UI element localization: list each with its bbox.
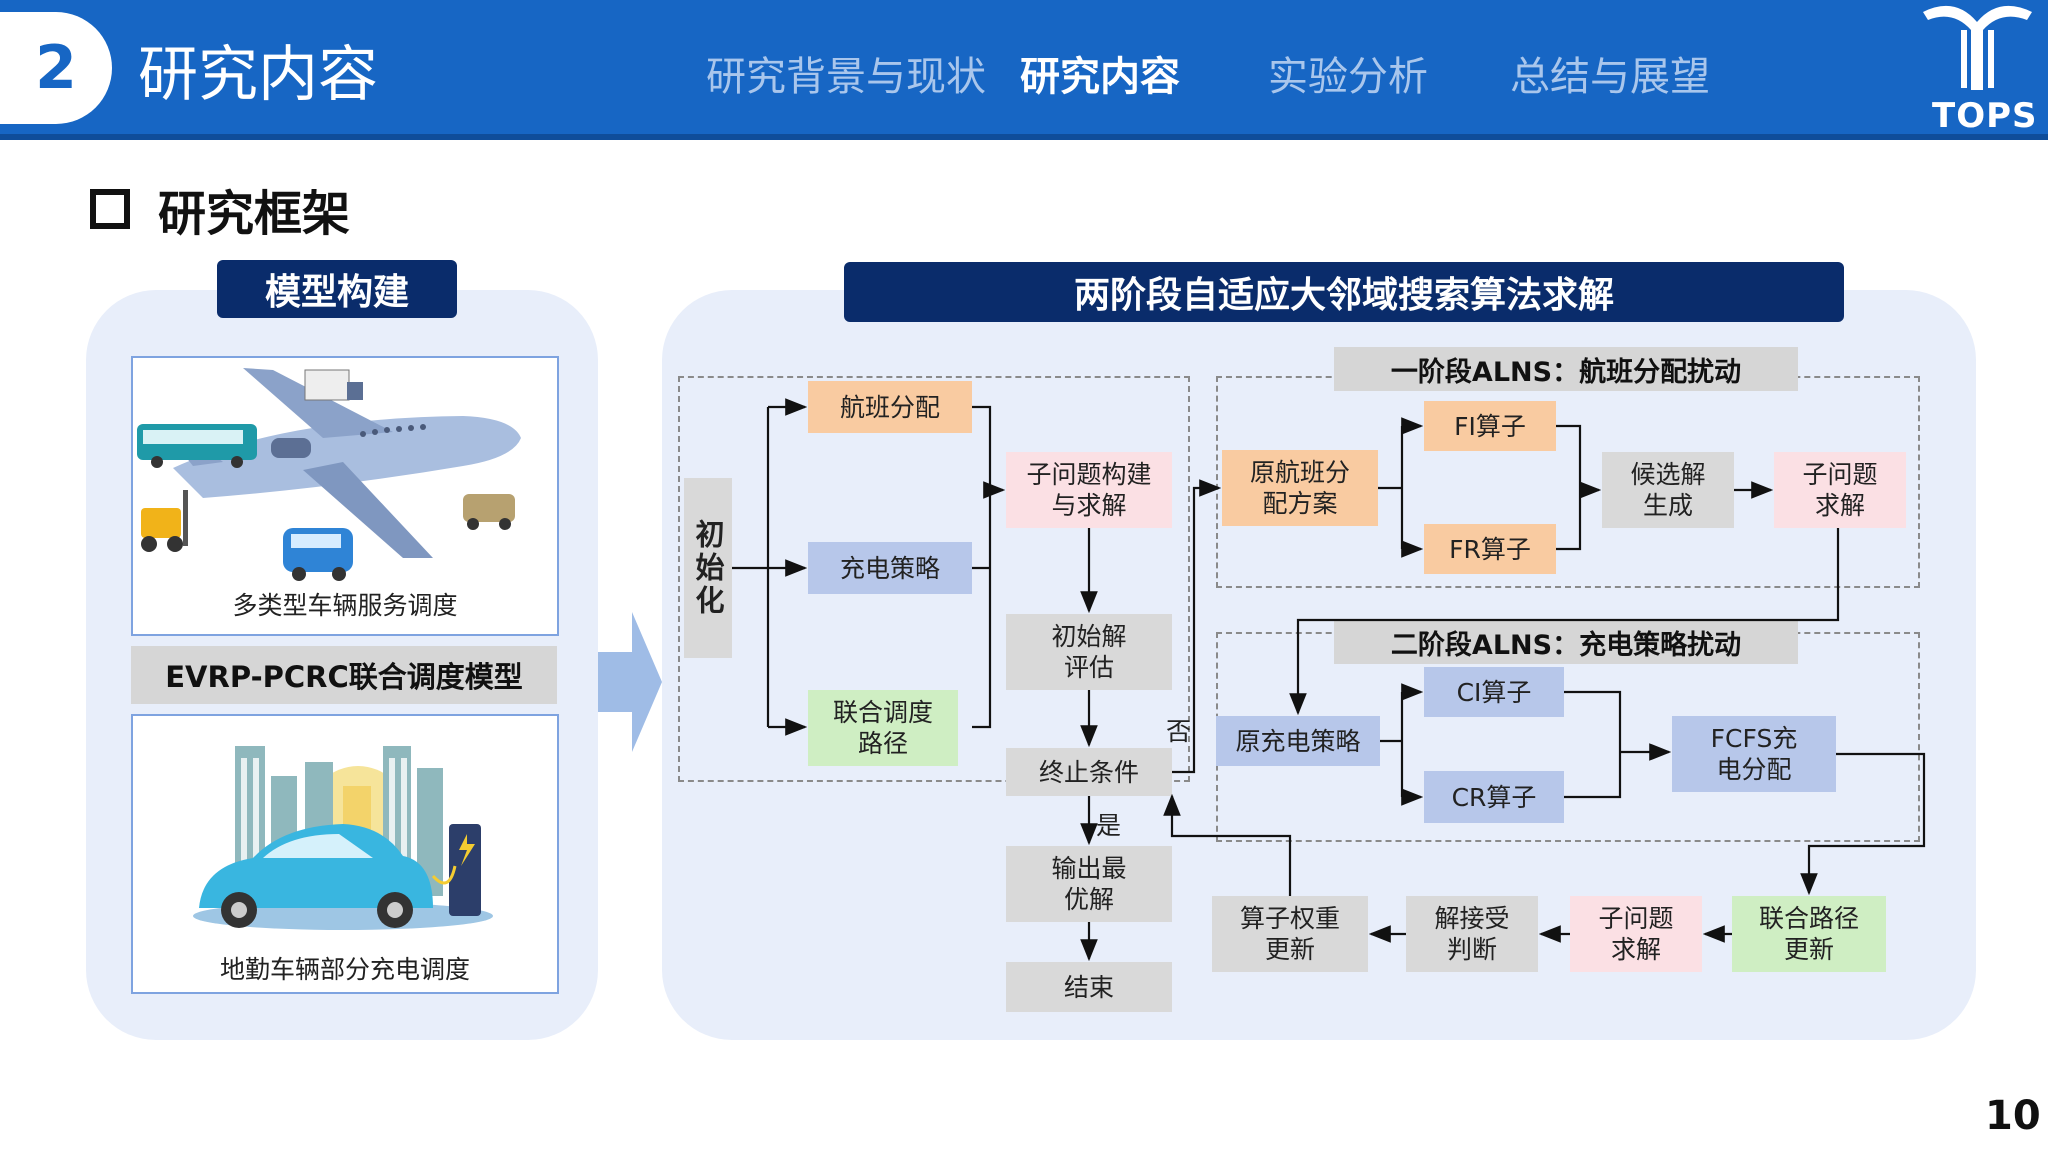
init-eval-label: 初始解评估	[1051, 622, 1127, 682]
accept-box: 解接受判断	[1406, 896, 1538, 972]
ci-operator-box: CI算子	[1424, 667, 1564, 717]
joint-route-label: 联合调度路径	[832, 698, 933, 758]
bottom-sub-solve-box: 子问题求解	[1570, 896, 1702, 972]
airplane-vehicles-illustration	[137, 368, 521, 581]
vehicle-scheduling-image: 多类型车辆服务调度	[131, 356, 559, 636]
init-label: 初始化	[684, 478, 732, 658]
stage2-tag: 二阶段ALNS：充电策略扰动	[1334, 620, 1798, 664]
init-group	[678, 376, 1190, 782]
no-label: 否	[1166, 717, 1192, 746]
candidate-label: 候选解生成	[1630, 460, 1706, 520]
page-number: 10	[1985, 1093, 2041, 1139]
algorithm-tag: 两阶段自适应大邻域搜索算法求解	[844, 262, 1844, 322]
nav-item-experiment[interactable]: 实验分析	[1268, 54, 1428, 100]
init-eval-box: 初始解评估	[1006, 614, 1172, 690]
joint-route-box: 联合调度路径	[808, 690, 958, 766]
bottom-sub-solve-label: 子问题求解	[1598, 904, 1674, 964]
section-title: 研究内容	[138, 40, 378, 110]
end-box: 结束	[1006, 962, 1172, 1012]
vehicle-caption: 多类型车辆服务调度	[232, 591, 458, 620]
flight-assign-box: 航班分配	[808, 381, 972, 433]
city-ev-charging-illustration	[193, 746, 493, 930]
model-banner: EVRP-PCRC联合调度模型	[131, 646, 557, 704]
header-bar	[0, 0, 2048, 134]
cr-operator-box: CR算子	[1424, 771, 1564, 823]
stage1-sub-solve-label: 子问题求解	[1802, 460, 1878, 520]
candidate-box: 候选解生成	[1602, 452, 1734, 528]
charge-strategy-box: 充电策略	[808, 542, 972, 594]
logo-text: TOPS	[1932, 96, 2038, 136]
fcfs-label: FCFS充电分配	[1710, 724, 1798, 784]
nav-item-background[interactable]: 研究背景与现状	[706, 54, 986, 100]
accept-label: 解接受判断	[1434, 904, 1510, 964]
term-box: 终止条件	[1006, 748, 1172, 796]
fcfs-box: FCFS充电分配	[1672, 716, 1836, 792]
header-strip	[0, 134, 2048, 140]
stage1-sub-solve-box: 子问题求解	[1774, 452, 1906, 528]
output-label: 输出最优解	[1051, 854, 1127, 914]
charging-scheduling-image: 地勤车辆部分充电调度	[131, 714, 559, 994]
charging-caption: 地勤车辆部分充电调度	[219, 955, 470, 984]
model-tag: 模型构建	[217, 260, 457, 318]
fr-operator-box: FR算子	[1424, 524, 1556, 574]
orig-charge-box: 原充电策略	[1216, 716, 1380, 766]
joint-update-box: 联合路径更新	[1732, 896, 1886, 972]
weight-label: 算子权重更新	[1239, 904, 1340, 964]
nav-item-summary[interactable]: 总结与展望	[1510, 54, 1710, 100]
fi-operator-box: FI算子	[1424, 401, 1556, 451]
output-box: 输出最优解	[1006, 846, 1172, 922]
sub-build-box: 子问题构建与求解	[1006, 452, 1172, 528]
square-bullet-icon	[90, 189, 130, 229]
section-number-badge: 2	[0, 12, 112, 124]
orig-flight-label: 原航班分配方案	[1249, 458, 1350, 518]
nav-item-research-content[interactable]: 研究内容	[1020, 54, 1180, 100]
orig-flight-box: 原航班分配方案	[1222, 450, 1378, 526]
sub-build-label: 子问题构建与求解	[1026, 460, 1152, 520]
subtitle-text: 研究框架	[158, 186, 351, 242]
joint-update-label: 联合路径更新	[1758, 904, 1859, 964]
weight-box: 算子权重更新	[1212, 896, 1368, 972]
tops-logo-icon	[1923, 5, 2032, 90]
yes-label: 是	[1096, 811, 1122, 840]
slide-subtitle: 研究框架	[90, 174, 350, 244]
stage1-tag: 一阶段ALNS：航班分配扰动	[1334, 347, 1798, 391]
